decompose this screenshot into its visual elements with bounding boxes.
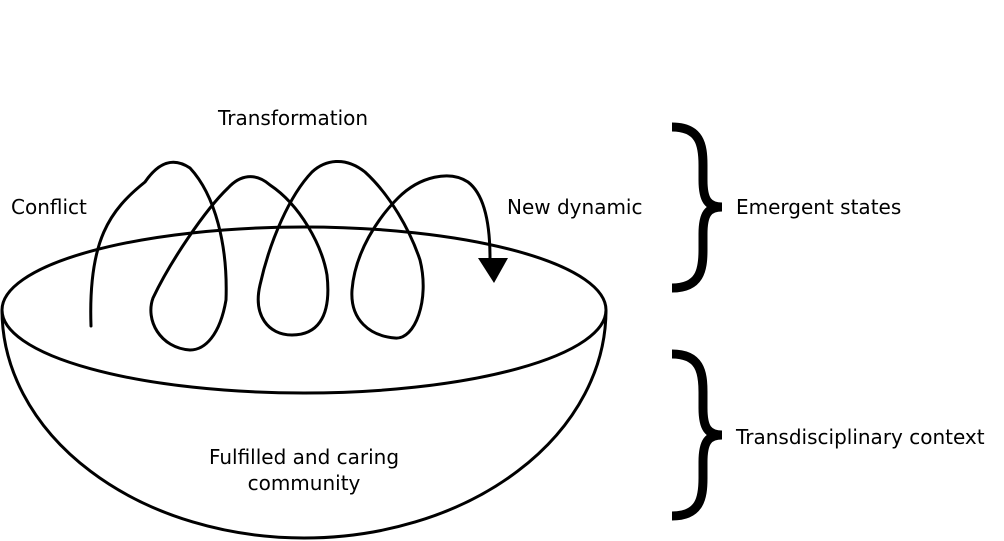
community-label: Fulfilled and caring community — [194, 444, 414, 496]
arrow-head — [478, 258, 508, 283]
transformation-spiral — [89, 160, 492, 352]
community-label-line2: community — [247, 471, 361, 495]
emergent-states-label: Emergent states — [736, 195, 902, 219]
transformation-label: Transformation — [218, 106, 369, 130]
transdisciplinary-context-label: Transdisciplinary context — [736, 425, 985, 449]
transdisciplinary-context-brace — [671, 349, 723, 521]
community-label-line1: Fulfilled and caring — [208, 445, 400, 469]
conflict-label: Conflict — [11, 195, 87, 219]
new-dynamic-label: New dynamic — [507, 195, 643, 219]
bowl-body — [0, 309, 608, 540]
emergent-states-brace — [671, 122, 723, 293]
bowl-rim — [0, 225, 608, 395]
